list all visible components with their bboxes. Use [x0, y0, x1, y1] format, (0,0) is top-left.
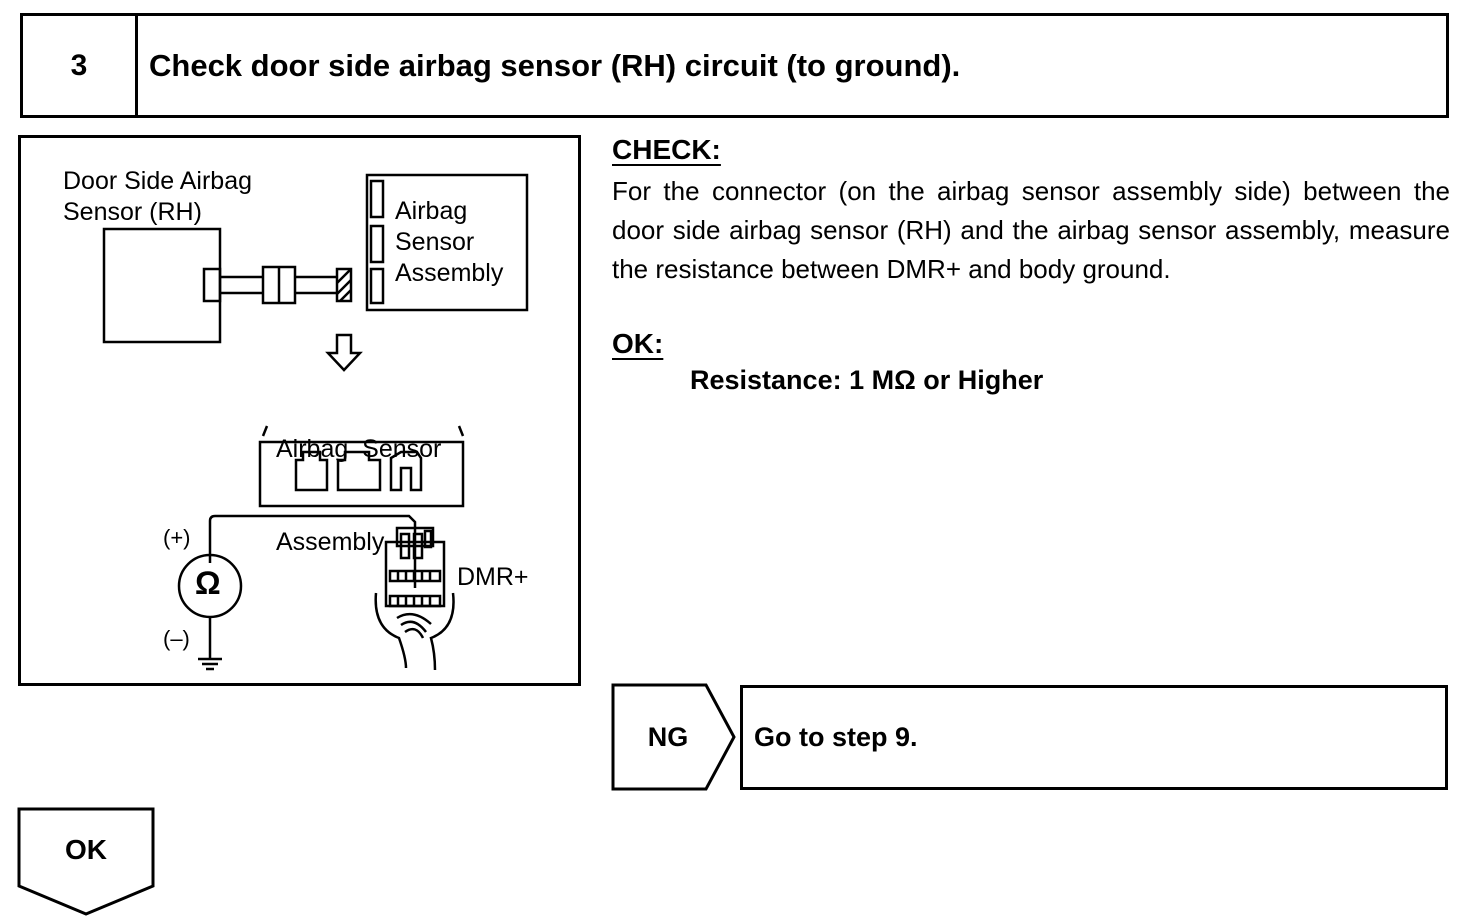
airbag-assembly-connector-block	[258, 440, 465, 508]
door-sensor-label-line2: Sensor (RH)	[63, 198, 202, 226]
hand	[374, 592, 408, 669]
airbag-box-label-line2: Sensor	[395, 228, 475, 256]
wiring-diagram: Door Side Airbag Sensor (RH) Airbag Sens…	[18, 135, 581, 686]
airbag-assembly-box	[365, 173, 529, 312]
ng-label: NG	[647, 722, 689, 752]
down-arrow	[325, 333, 363, 372]
airbag-assembly-label-line1: Airbag Sensor	[276, 435, 442, 463]
step-header: 3 Check door side airbag sensor (RH) cir…	[20, 13, 1449, 118]
door-sensor-label: Door Side Airbag Sensor (RH)	[63, 166, 252, 228]
airbag-box-label-line1: Airbag	[395, 197, 468, 225]
airbag-box-label: Airbag Sensor Assembly	[395, 196, 503, 289]
check-body: For the connector (on the airbag sensor …	[612, 176, 1450, 284]
ohm-symbol: Ω	[195, 565, 221, 601]
ok-label: OK	[65, 834, 107, 865]
airbag-box-label-line3: Assembly	[395, 259, 504, 287]
terminal-label: DMR+	[457, 563, 529, 591]
diagram-drawing	[102, 173, 529, 671]
door-sensor-box	[102, 227, 222, 344]
hatched-connector	[335, 267, 353, 303]
sensor-connector	[202, 267, 222, 303]
ok-heading: OK:	[612, 328, 664, 359]
step-title: Check door side airbag sensor (RH) circu…	[149, 47, 961, 83]
step-number: 3	[23, 16, 138, 115]
ng-action-text: Go to step 9.	[754, 722, 918, 752]
door-sensor-label-line1: Door Side Airbag	[63, 167, 253, 195]
ng-action-box	[740, 685, 1448, 790]
airbag-assembly-label-line2: Assembly	[276, 528, 385, 556]
meter-plus-label: (+)	[163, 525, 191, 550]
ok-arrow-box	[17, 807, 155, 916]
resistance-spec: Resistance: 1 MΩ or Higher	[690, 365, 1044, 395]
airbag-assembly-label: Airbag Sensor Assembly	[276, 372, 441, 620]
meter-minus-label: (–)	[163, 626, 190, 651]
ng-arrow-box	[611, 683, 736, 791]
check-heading: CHECK:	[612, 134, 721, 165]
test-lead	[208, 514, 417, 588]
